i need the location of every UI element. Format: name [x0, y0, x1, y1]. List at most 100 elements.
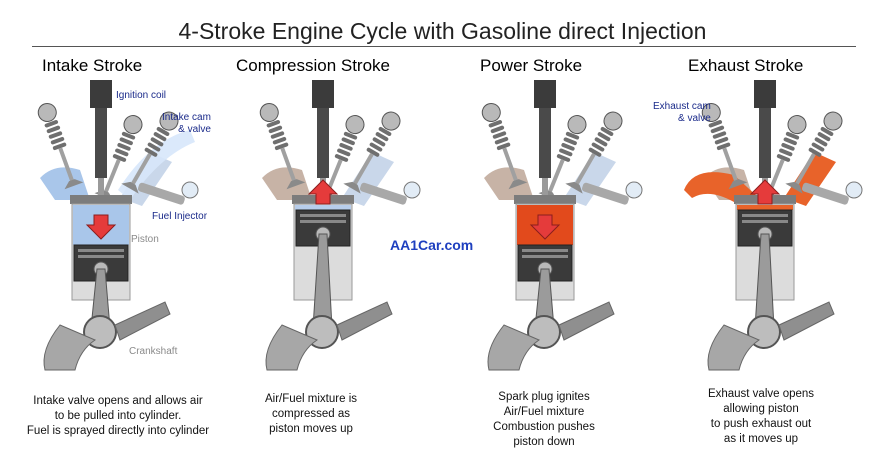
valve-spring-coil: [153, 132, 167, 142]
valve-spring-coil: [594, 137, 608, 147]
fuel-rail-fitting: [625, 181, 643, 199]
fuel-injector-label: Fuel Injector: [152, 211, 208, 222]
piston-down-arrow: [85, 214, 117, 240]
spark-plug-boot: [539, 108, 551, 178]
cam-lobe: [259, 102, 279, 122]
crank-counterweight: [707, 324, 761, 371]
valve-spring-coil: [366, 147, 380, 157]
ignition-coil-label: Ignition coil: [116, 90, 167, 101]
fuel-injector-body: [137, 182, 185, 205]
valve-spring-coil: [817, 132, 831, 142]
valve-spring-coil: [779, 148, 793, 157]
intake-cam-label-line-1: Intake cam: [162, 112, 211, 123]
piston-up-arrow: [749, 179, 781, 205]
intake-cam-label: Intake cam & valve: [162, 112, 211, 136]
valve-spring-coil: [814, 137, 828, 147]
intake-stroke-engine: [37, 80, 199, 371]
crank-web: [778, 301, 835, 341]
valve-spring-coil: [556, 154, 571, 162]
intake-caption-line-3: Fuel is sprayed directly into cylinder: [26, 425, 210, 437]
spark-plug-tip: [542, 178, 548, 198]
valve-head: [565, 181, 583, 194]
intake-caption: Intake valve opens and allows air to be …: [8, 394, 228, 439]
valve-stem: [102, 159, 121, 196]
exhaust-caption-line-1: Exhaust valve opens: [707, 388, 815, 400]
spark-plug-tip: [98, 178, 104, 198]
valve-head: [785, 181, 803, 194]
exhaust-caption: Exhaust valve opens allowing piston to p…: [686, 387, 836, 447]
valve-spring-coil: [369, 142, 383, 152]
valve-spring-coil: [710, 125, 725, 134]
cam-lobe: [787, 115, 807, 135]
valve-stem: [722, 147, 740, 185]
fuel-rail-fitting: [845, 181, 863, 199]
ignition-coil-body: [754, 80, 776, 108]
piston-ring-2: [522, 255, 568, 258]
valve-spring-coil: [341, 137, 355, 146]
valve-spring-coil: [776, 154, 791, 162]
exhaust-cam-label-line-1: Exhaust cam: [653, 101, 711, 112]
valve-spring-coil: [150, 137, 164, 147]
valve-spring-coil: [783, 137, 797, 146]
exhaust-port: [342, 152, 394, 206]
valve-spring-coil: [52, 142, 67, 151]
valve-stem: [58, 147, 76, 185]
valve-spring-coil: [708, 120, 723, 128]
cam-lobe: [481, 102, 501, 122]
spark-plug-boot: [95, 108, 107, 178]
valve-stem: [546, 159, 565, 196]
piston-ring-2: [78, 255, 124, 258]
exhaust-caption-line-3: to push exhaust out: [710, 418, 812, 430]
intake-valve-assembly: [37, 102, 84, 190]
valve-spring-coil: [119, 137, 133, 146]
exhaust-caption-line-2: allowing piston: [723, 403, 799, 415]
valve-spring-coil: [716, 142, 731, 151]
intake-cam-label-line-2: & valve: [178, 124, 211, 135]
piston-up-arrow: [307, 179, 339, 205]
valve-spring-coil: [492, 131, 507, 139]
spark-plug-boot: [759, 108, 771, 178]
fuel-injector-body: [581, 182, 629, 205]
valve-stem: [502, 147, 520, 185]
intake-stroke-title: Intake Stroke: [42, 56, 143, 75]
valve-head: [286, 179, 306, 190]
valve-head: [121, 181, 139, 194]
valve-stem: [793, 152, 816, 188]
intake-port: [484, 167, 534, 200]
crank-web: [336, 301, 393, 341]
valve-spring-coil: [808, 147, 822, 157]
power-stroke-title: Power Stroke: [480, 56, 583, 75]
exhaust-caption-line-4: as it moves up: [723, 433, 799, 445]
valve-spring-coil: [147, 142, 161, 152]
piston-ring-2: [300, 220, 346, 223]
valve-spring-coil: [820, 126, 834, 136]
crank-counterweight: [43, 324, 97, 371]
valve-spring-coil: [600, 126, 614, 136]
valve-spring-coil: [559, 148, 573, 157]
exhaust-stroke-title: Exhaust Stroke: [688, 56, 804, 75]
cylinder-charge: [737, 205, 793, 210]
valve-spring-coil: [781, 142, 795, 151]
valve-spring-coil: [272, 136, 287, 145]
compression-caption-line-2: compressed as: [272, 408, 350, 420]
page-title: 4-Stroke Engine Cycle with Gasoline dire…: [178, 18, 707, 44]
valve-spring-coil: [496, 142, 511, 151]
power-caption-line-4: piston down: [513, 436, 575, 448]
title-divider: [32, 46, 856, 47]
intake-valve-assembly: [259, 102, 306, 190]
exhaust-port: [564, 152, 616, 206]
exhaust-port: [784, 152, 836, 206]
compression-caption-line-3: piston moves up: [269, 423, 353, 435]
valve-head: [728, 179, 748, 190]
exhaust-flow: [684, 172, 759, 202]
crank-counterweight: [487, 324, 541, 371]
ignition-coil-body: [312, 80, 334, 108]
cam-lobe: [823, 111, 843, 131]
crankshaft-label: Crankshaft: [129, 346, 178, 357]
valve-spring-coil: [488, 120, 503, 128]
valve-spring-coil: [563, 137, 577, 146]
aa1car-watermark: AA1Car.com: [390, 237, 474, 253]
ignition-coil-body: [534, 80, 556, 108]
fuel-rail-fitting: [181, 181, 199, 199]
exhaust-stroke-engine: [684, 80, 863, 371]
